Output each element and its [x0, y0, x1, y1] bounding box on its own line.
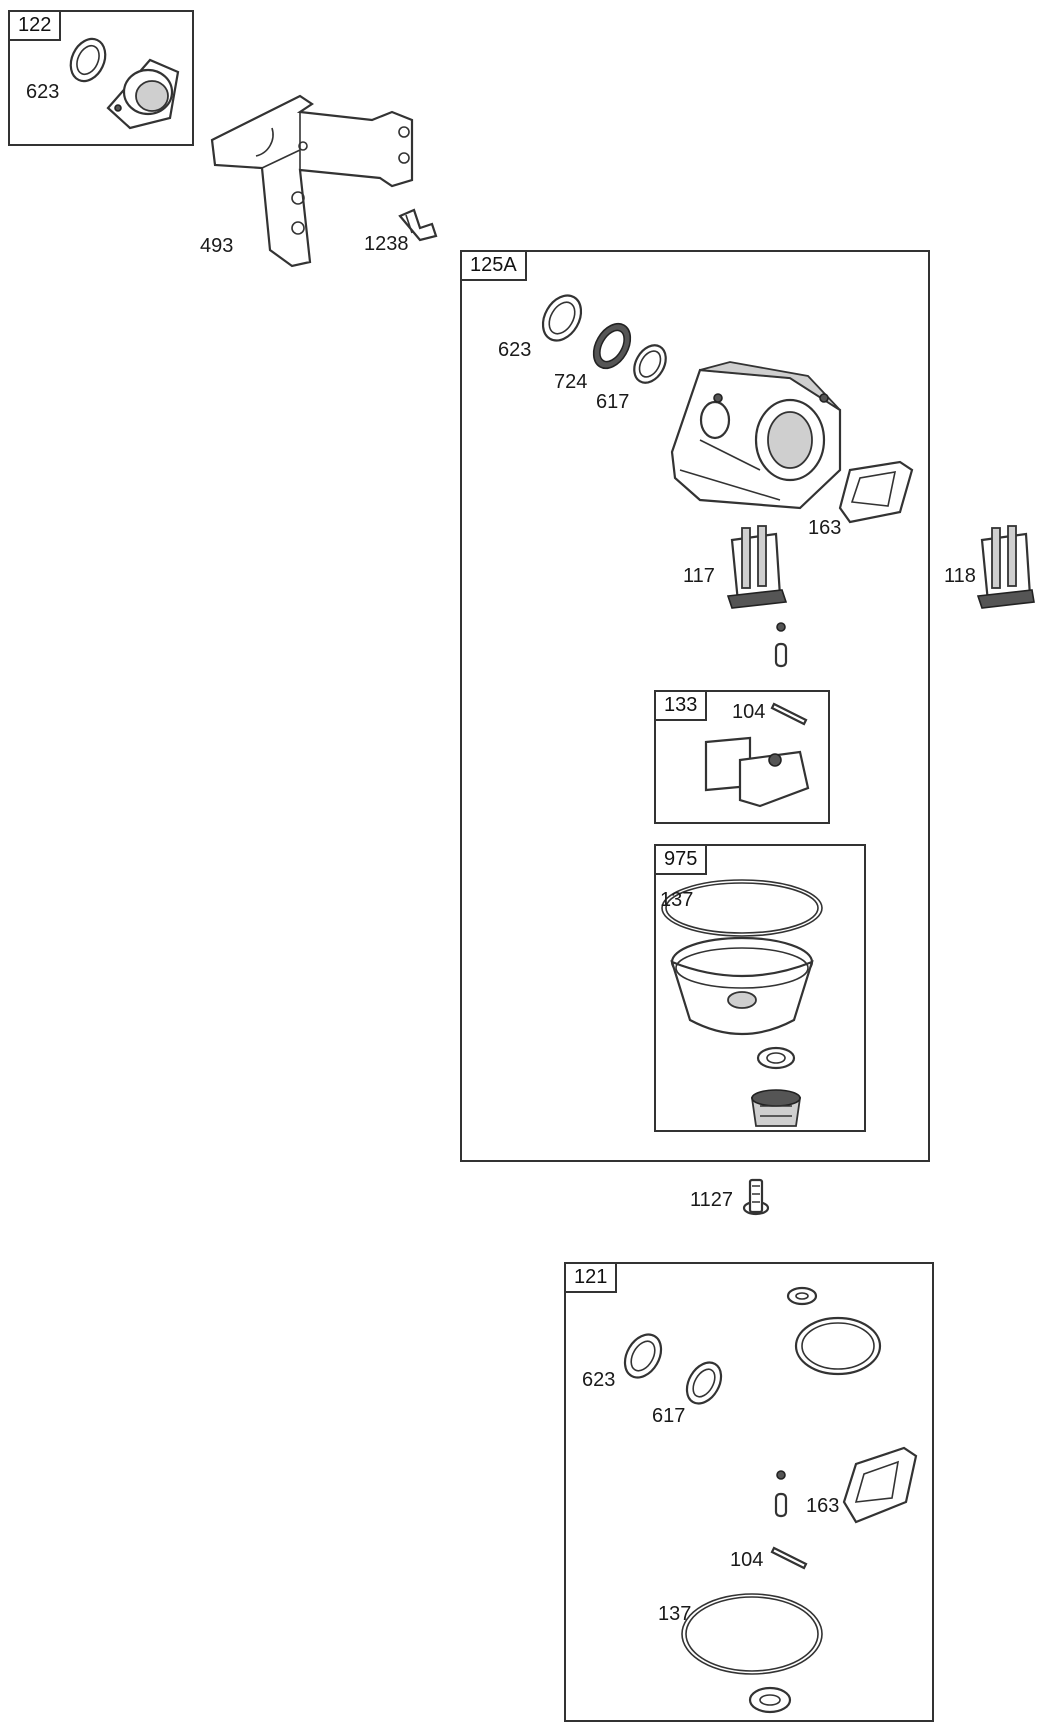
gasket-623-kit125a: [541, 294, 583, 342]
pin-104-kit133: [770, 702, 808, 726]
kit-tag-125a: 125A: [460, 250, 527, 281]
callout-104-kit121: 104: [730, 1549, 764, 1571]
callout-724: 724: [554, 371, 588, 393]
gasket-617-kit125a: [633, 344, 667, 384]
kit-box-125a: 125A: [460, 250, 930, 1162]
callout-1127: 1127: [690, 1189, 734, 1211]
callout-117: 117: [683, 565, 715, 587]
fuel-valve-117: [726, 525, 788, 609]
fuel-valve-118: [976, 525, 1035, 609]
callout-163-kit125a: 163: [808, 517, 842, 539]
seal-724: [592, 322, 632, 370]
callout-104-kit133: 104: [732, 701, 766, 723]
bowl-nut: [750, 1089, 802, 1127]
kit-tag-133: 133: [654, 690, 708, 721]
bowl-washer: [756, 1046, 796, 1070]
callout-617-kit121: 617: [652, 1405, 686, 1427]
carburetor-body: [670, 361, 842, 510]
kit-box-122: 122: [8, 10, 194, 146]
primer-bulb-part: [106, 58, 180, 130]
callout-137-kit975: 137: [660, 889, 694, 911]
bowl-washer-kit121: [748, 1686, 792, 1714]
pin-104-kit121: [770, 1546, 808, 1570]
gasket-623-kit122: [69, 37, 107, 83]
gasket-163-kit121: [842, 1446, 918, 1524]
callout-163-kit121: 163: [806, 1495, 840, 1517]
gasket-163-kit125a: [838, 460, 914, 524]
kit-tag-121: 121: [564, 1262, 618, 1293]
callout-1238: 1238: [364, 233, 409, 255]
callout-623-kit122: 623: [26, 81, 60, 103]
kit-box-975: 975: [654, 844, 866, 1132]
callout-118: 118: [944, 565, 976, 587]
gasket-623-kit121: [623, 1333, 663, 1379]
bolt-1127: [742, 1178, 770, 1216]
callout-493: 493: [200, 235, 234, 257]
bracket-493: [210, 94, 414, 268]
o-ring-137-kit121: [681, 1593, 823, 1675]
kit-tag-975: 975: [654, 844, 708, 875]
washer-kit121: [786, 1286, 818, 1306]
kit-box-133: 133: [654, 690, 830, 824]
callout-623-kit125a: 623: [498, 339, 532, 361]
float-bowl: [670, 936, 814, 1035]
callout-137-kit121: 137: [658, 1603, 692, 1625]
needle-part: [774, 622, 788, 668]
kit-tag-122: 122: [8, 10, 62, 41]
callout-623-kit121: 623: [582, 1369, 616, 1391]
needle-kit121: [774, 1470, 788, 1518]
gasket-617-kit121: [685, 1361, 723, 1405]
callout-617-kit125a: 617: [596, 391, 630, 413]
o-ring-large-kit121: [794, 1316, 882, 1376]
kit-box-121: 121: [564, 1262, 934, 1722]
o-ring-137-kit975: [661, 879, 823, 937]
screw-1238: [398, 208, 438, 242]
float-part: [704, 736, 810, 808]
